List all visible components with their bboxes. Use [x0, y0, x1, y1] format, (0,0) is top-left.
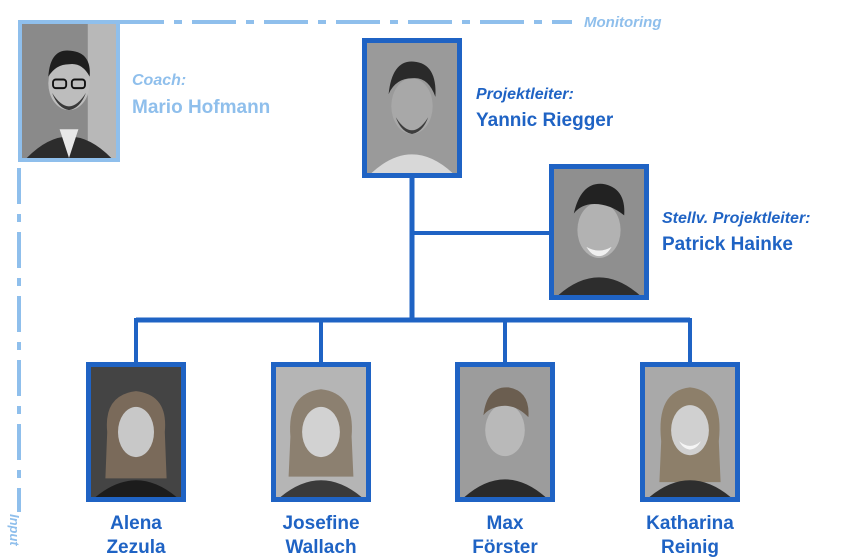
- member-last-name: Wallach: [285, 537, 357, 558]
- member-first-name: Max: [486, 513, 524, 534]
- person-silhouette-icon: [91, 367, 181, 497]
- deputy-role: Stellv. Projektleiter:: [662, 210, 811, 227]
- coach-name: Mario Hofmann: [132, 97, 271, 118]
- lead-name: Yannic Riegger: [476, 110, 614, 131]
- person-silhouette-icon: [276, 367, 366, 497]
- member-name-3: Max Förster: [435, 512, 575, 560]
- person-silhouette-icon: [367, 43, 457, 173]
- lead-photo: [362, 38, 462, 178]
- member-last-name: Förster: [472, 537, 538, 558]
- lead-role: Projektleiter:: [476, 86, 574, 103]
- member-last-name: Reinig: [660, 537, 720, 558]
- member-photo-2: [271, 362, 371, 502]
- input-label: Input: [7, 514, 22, 546]
- person-silhouette-icon: [554, 169, 644, 295]
- member-photo-1: [86, 362, 186, 502]
- member-first-name: Alena: [110, 513, 162, 534]
- member-first-name: Katharina: [646, 513, 734, 534]
- coach-photo: [18, 20, 120, 162]
- member-name-2: Josefine Wallach: [251, 512, 391, 560]
- person-silhouette-icon: [460, 367, 550, 497]
- member-photo-4: [640, 362, 740, 502]
- member-first-name: Josefine: [282, 513, 360, 534]
- member-last-name: Zezula: [106, 537, 166, 558]
- member-photo-3: [455, 362, 555, 502]
- person-silhouette-icon: [22, 24, 116, 158]
- monitoring-label: Monitoring: [584, 14, 662, 31]
- person-silhouette-icon: [645, 367, 735, 497]
- member-name-4: Katharina Reinig: [620, 512, 760, 560]
- deputy-photo: [549, 164, 649, 300]
- deputy-name: Patrick Hainke: [662, 234, 793, 255]
- coach-role: Coach:: [132, 72, 187, 89]
- member-name-1: Alena Zezula: [66, 512, 206, 560]
